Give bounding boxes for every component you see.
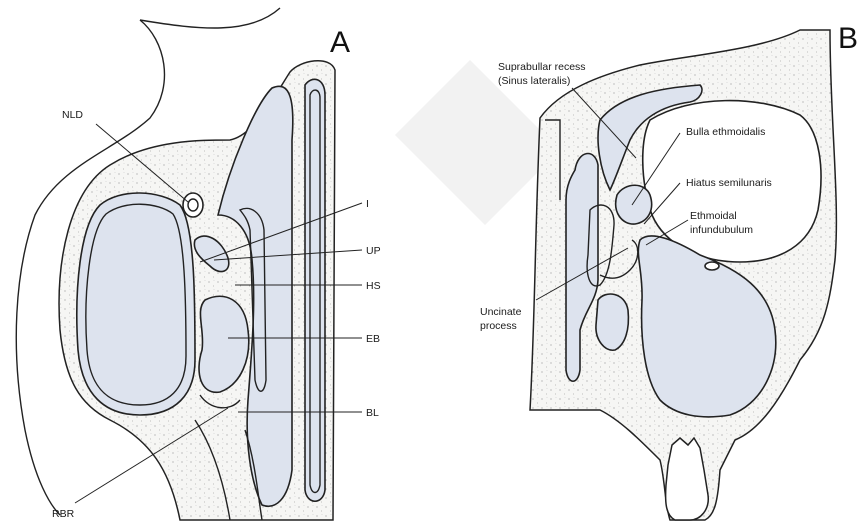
label-eb: EB	[366, 333, 380, 345]
panel-a-label: A	[330, 26, 350, 59]
bulla-ethmoidalis	[616, 185, 652, 224]
label-bl: BL	[366, 407, 379, 419]
panel-b-label: B	[838, 22, 858, 55]
label-sinus-lateralis: (Sinus lateralis)	[498, 75, 570, 87]
label-suprabullar-recess: Suprabullar recess	[498, 61, 586, 73]
label-hiatus-semilunaris: Hiatus semilunaris	[686, 177, 772, 189]
panel-b-diagram	[530, 30, 836, 520]
label-nld: NLD	[62, 109, 83, 121]
nasal-septum	[305, 79, 325, 501]
label-infundubulum: infundubulum	[690, 224, 753, 236]
label-hs: HS	[366, 280, 381, 292]
label-uncinate: Uncinate	[480, 306, 522, 318]
label-process: process	[480, 320, 517, 332]
label-bulla-ethmoidalis: Bulla ethmoidalis	[686, 126, 765, 138]
label-rbr: RBR	[52, 508, 75, 520]
nasolacrimal-duct	[183, 193, 203, 217]
panel-a-diagram	[16, 8, 335, 520]
label-up: UP	[366, 245, 381, 257]
middle-turbinate-b	[596, 294, 629, 350]
label-ethmoidal: Ethmoidal	[690, 210, 737, 222]
label-i: I	[366, 198, 369, 210]
